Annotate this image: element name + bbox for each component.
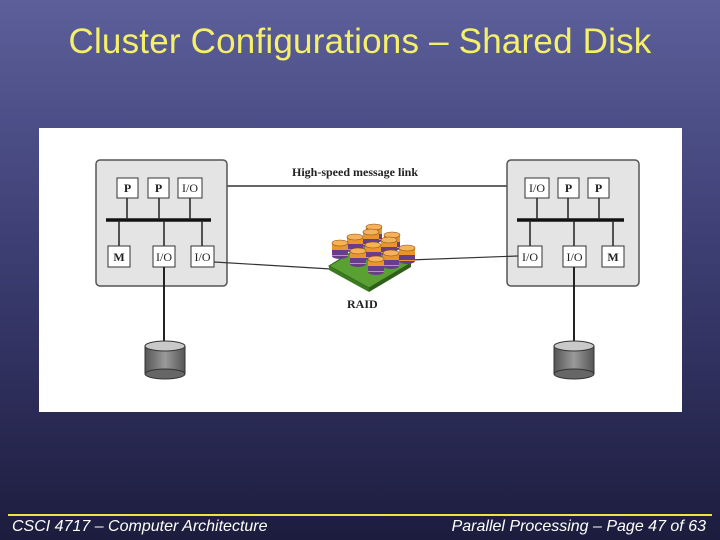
cluster-diagram: High-speed message link P P I/O: [39, 128, 682, 412]
right-unit-p1: P: [565, 181, 572, 195]
left-unit-io-top: I/O: [182, 181, 198, 195]
right-disk-icon: [553, 340, 595, 380]
raid-icon: [328, 223, 416, 292]
right-unit-io-2: I/O: [567, 250, 583, 264]
raid-disk-icon: [349, 247, 367, 267]
right-unit-io-1: I/O: [522, 250, 538, 264]
right-node: I/O P P I/O I/O M: [506, 159, 640, 287]
raid-disk-icon: [331, 239, 349, 259]
left-disk-icon: [144, 340, 186, 380]
raid-label: RAID: [347, 297, 378, 311]
left-unit-m: M: [113, 250, 124, 264]
left-raid-link: [213, 261, 332, 270]
left-node: P P I/O M I/O I/O: [95, 159, 228, 287]
left-unit-p2: P: [155, 181, 162, 195]
right-unit-m: M: [607, 250, 618, 264]
left-unit-io-1: I/O: [156, 250, 172, 264]
raid-disk-icon: [398, 244, 416, 264]
raid-disk-icon: [382, 249, 400, 269]
right-unit-io-top: I/O: [529, 181, 545, 195]
footer-course: CSCI 4717 – Computer Architecture: [12, 518, 268, 535]
raid-disk-icon: [367, 255, 385, 275]
footer-page: Parallel Processing – Page 47 of 63: [451, 518, 706, 535]
right-raid-link: [408, 255, 519, 261]
left-unit-p1: P: [124, 181, 131, 195]
slide-title: Cluster Configurations – Shared Disk: [68, 22, 652, 61]
right-unit-p2: P: [595, 181, 602, 195]
footer-rule: [8, 514, 712, 516]
left-unit-io-2: I/O: [195, 250, 211, 264]
message-link-label: High-speed message link: [292, 165, 418, 179]
